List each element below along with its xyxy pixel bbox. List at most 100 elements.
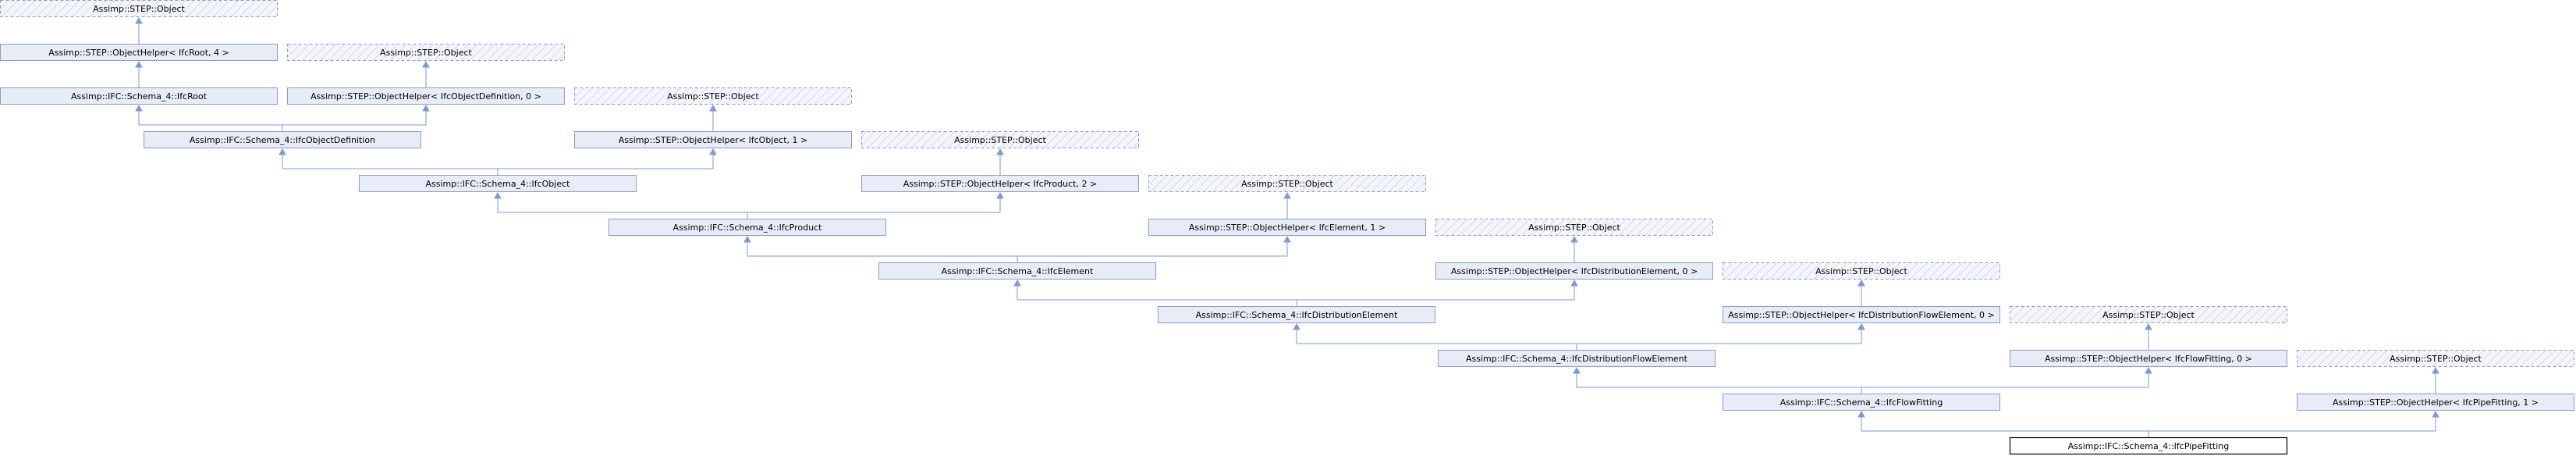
class-node[interactable]: Assimp::STEP::Object bbox=[2297, 350, 2574, 367]
arrowhead-icon bbox=[422, 60, 430, 68]
inheritance-edge bbox=[497, 198, 748, 219]
inheritance-edge bbox=[1861, 372, 2149, 394]
class-node[interactable]: Assimp::STEP::ObjectHelper< IfcObject, 1… bbox=[574, 131, 852, 148]
class-node[interactable]: Assimp::STEP::ObjectHelper< IfcDistribut… bbox=[1723, 306, 2000, 323]
inheritance-edge bbox=[282, 154, 499, 175]
class-node-box bbox=[861, 131, 1139, 148]
inheritance-edge bbox=[282, 110, 427, 131]
class-node-label: Assimp::STEP::Object bbox=[954, 135, 1046, 145]
class-node-box bbox=[1148, 219, 1426, 236]
arrowhead-icon bbox=[1283, 191, 1291, 199]
class-node-label: Assimp::IFC::Schema_4::IfcPipeFitting bbox=[2068, 441, 2230, 451]
class-node[interactable]: Assimp::IFC::Schema_4::IfcDistributionFl… bbox=[1438, 350, 1716, 367]
class-node-label: Assimp::STEP::Object bbox=[1815, 266, 1907, 276]
arrowhead-icon bbox=[422, 104, 430, 112]
class-node-label: Assimp::IFC::Schema_4::IfcRoot bbox=[71, 91, 208, 102]
class-node[interactable]: Assimp::IFC::Schema_4::IfcFlowFitting bbox=[1723, 394, 2000, 411]
class-node-label: Assimp::STEP::Object bbox=[1528, 223, 1620, 233]
arrowhead-icon bbox=[1013, 279, 1021, 287]
class-node-label: Assimp::STEP::Object bbox=[93, 4, 185, 14]
class-node-box bbox=[1723, 262, 2000, 280]
class-node[interactable]: Assimp::IFC::Schema_4::IfcObjectDefiniti… bbox=[144, 131, 421, 148]
class-node-label: Assimp::IFC::Schema_4::IfcDistributionEl… bbox=[1196, 310, 1399, 320]
inheritance-edge bbox=[1576, 372, 1862, 394]
class-node-box bbox=[144, 131, 421, 148]
inheritance-edge bbox=[138, 110, 283, 131]
class-node-box bbox=[609, 219, 886, 236]
class-node[interactable]: Assimp::STEP::ObjectHelper< IfcProduct, … bbox=[861, 175, 1139, 192]
arrowhead-icon bbox=[2432, 366, 2439, 374]
edges-layer bbox=[135, 16, 2439, 437]
class-node-box bbox=[574, 131, 852, 148]
arrowhead-icon bbox=[1570, 235, 1578, 243]
class-node-label: Assimp::STEP::ObjectHelper< IfcProduct, … bbox=[903, 179, 1097, 189]
arrowhead-icon bbox=[1283, 235, 1291, 243]
class-node-label: Assimp::IFC::Schema_4::IfcObjectDefiniti… bbox=[190, 135, 375, 145]
arrowhead-icon bbox=[135, 16, 143, 24]
arrowhead-icon bbox=[996, 191, 1004, 199]
class-node[interactable]: Assimp::STEP::Object bbox=[0, 0, 278, 17]
arrowhead-icon bbox=[996, 148, 1004, 155]
class-node-box bbox=[1723, 394, 2000, 411]
arrowhead-icon bbox=[1573, 366, 1581, 374]
class-node-label: Assimp::IFC::Schema_4::IfcElement bbox=[942, 266, 1094, 276]
class-node[interactable]: Assimp::STEP::Object bbox=[2010, 306, 2287, 323]
class-node[interactable]: Assimp::STEP::Object bbox=[1435, 219, 1713, 236]
class-node[interactable]: Assimp::STEP::Object bbox=[1723, 262, 2000, 280]
inheritance-edge bbox=[747, 198, 1001, 219]
class-node-label: Assimp::STEP::ObjectHelper< IfcDistribut… bbox=[1728, 310, 1994, 320]
class-node[interactable]: Assimp::STEP::Object bbox=[861, 131, 1139, 148]
class-node[interactable]: Assimp::IFC::Schema_4::IfcObject bbox=[359, 175, 637, 192]
class-node[interactable]: Assimp::STEP::Object bbox=[1148, 175, 1426, 192]
arrowhead-icon bbox=[2432, 410, 2439, 418]
class-node-label: Assimp::STEP::ObjectHelper< IfcFlowFitti… bbox=[2045, 354, 2252, 364]
class-node-label: Assimp::IFC::Schema_4::IfcProduct bbox=[673, 223, 823, 233]
arrowhead-icon bbox=[1857, 322, 1865, 330]
class-node-box bbox=[2297, 394, 2574, 411]
arrowhead-icon bbox=[1857, 410, 1865, 418]
inheritance-edge bbox=[1296, 285, 1575, 306]
class-node-label: Assimp::STEP::Object bbox=[1241, 179, 1333, 189]
class-node-label: Assimp::STEP::ObjectHelper< IfcObject, 1… bbox=[619, 135, 807, 145]
class-node-box bbox=[287, 44, 565, 61]
class-node-label: Assimp::IFC::Schema_4::IfcDistributionFl… bbox=[1466, 354, 1688, 364]
arrowhead-icon bbox=[494, 191, 502, 199]
arrowhead-icon bbox=[279, 148, 286, 155]
inheritance-edge bbox=[1017, 241, 1288, 262]
arrowhead-icon bbox=[1293, 322, 1300, 330]
class-node[interactable]: Assimp::IFC::Schema_4::IfcProduct bbox=[609, 219, 886, 236]
arrowhead-icon bbox=[743, 235, 751, 243]
class-node-box bbox=[0, 87, 278, 105]
class-node[interactable]: Assimp::STEP::ObjectHelper< IfcRoot, 4 > bbox=[0, 44, 278, 61]
class-node-box bbox=[287, 87, 565, 105]
inheritance-edge bbox=[1296, 329, 1577, 350]
class-node-box bbox=[0, 0, 278, 17]
class-node-box bbox=[1435, 219, 1713, 236]
class-node-box bbox=[2010, 350, 2287, 367]
class-node[interactable]: Assimp::IFC::Schema_4::IfcElement bbox=[878, 262, 1156, 280]
class-node-box bbox=[1158, 306, 1435, 323]
class-node[interactable]: Assimp::STEP::Object bbox=[287, 44, 565, 61]
class-node[interactable]: Assimp::STEP::ObjectHelper< IfcElement, … bbox=[1148, 219, 1426, 236]
class-node[interactable]: Assimp::IFC::Schema_4::IfcPipeFitting bbox=[2009, 436, 2288, 455]
class-node-box bbox=[1723, 306, 2000, 323]
class-node[interactable]: Assimp::STEP::ObjectHelper< IfcObjectDef… bbox=[287, 87, 565, 105]
class-node[interactable]: Assimp::STEP::ObjectHelper< IfcDistribut… bbox=[1435, 262, 1713, 280]
class-node[interactable]: Assimp::STEP::ObjectHelper< IfcPipeFitti… bbox=[2297, 394, 2574, 411]
class-node-label: Assimp::IFC::Schema_4::IfcObject bbox=[426, 179, 571, 189]
inheritance-edge bbox=[497, 154, 714, 175]
class-node-box bbox=[1435, 262, 1713, 280]
arrowhead-icon bbox=[2145, 322, 2152, 330]
arrowhead-icon bbox=[1857, 279, 1865, 287]
class-node-label: Assimp::STEP::Object bbox=[2390, 354, 2482, 364]
class-node-label: Assimp::STEP::ObjectHelper< IfcDistribut… bbox=[1451, 266, 1698, 276]
class-node-label: Assimp::STEP::Object bbox=[667, 91, 759, 102]
class-node[interactable]: Assimp::STEP::Object bbox=[574, 87, 852, 105]
class-node-label: Assimp::STEP::ObjectHelper< IfcElement, … bbox=[1189, 223, 1386, 233]
class-node[interactable]: Assimp::IFC::Schema_4::IfcRoot bbox=[0, 87, 278, 105]
class-node[interactable]: Assimp::IFC::Schema_4::IfcDistributionEl… bbox=[1158, 306, 1435, 323]
class-node[interactable]: Assimp::STEP::ObjectHelper< IfcFlowFitti… bbox=[2010, 350, 2287, 367]
arrowhead-icon bbox=[2145, 366, 2152, 374]
class-node-label: Assimp::IFC::Schema_4::IfcFlowFitting bbox=[1780, 397, 1943, 408]
